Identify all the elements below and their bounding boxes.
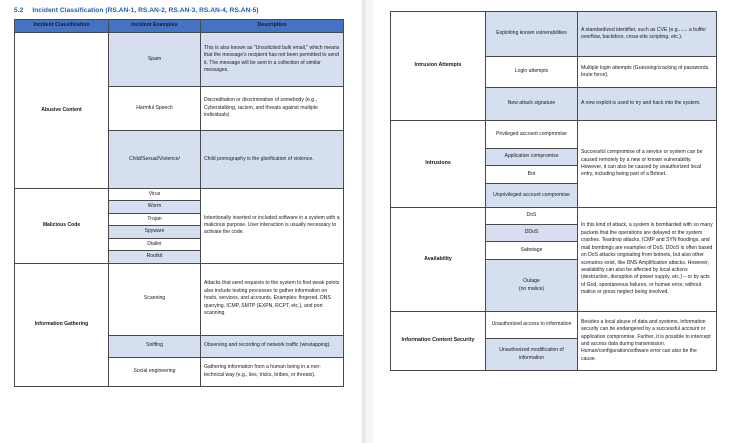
description-cell-intrusions: Successful compromise of a service or sy… (577, 120, 717, 208)
example-cell-privileged-account-compromise: Privileged account compromise (485, 120, 578, 149)
description-cell-spam: This is also known as "Unsolicited bulk … (200, 32, 344, 87)
column-header-incident-classification: Incident Classification (14, 19, 109, 33)
description-cell-harmful-speech: Discreditation or discrimination of some… (200, 86, 344, 131)
table-row: Social engineering Gathering information… (15, 356, 344, 387)
table-row: Bot (391, 165, 717, 184)
category-cell-information-content-security: Information Content Security (390, 311, 486, 371)
example-cell-sabotage: Sabotage (485, 241, 578, 260)
example-cell-bot: Bot (485, 165, 578, 184)
example-cell-new-attack-signature: New attack signature (485, 87, 578, 121)
example-cell-unprivileged-account-compromise: Unprivileged account compromise (485, 183, 578, 208)
section-number: 5.2 (14, 7, 24, 14)
example-cell-login-attempts: Login attempts (485, 56, 578, 88)
example-cell-harmful-speech: Harmful Speech (108, 86, 201, 131)
table-row: Intrusions Privileged account compromise… (390, 120, 717, 208)
table-row: DDoS (391, 224, 717, 242)
description-cell-availability: In this kind of attack, a system is bomb… (577, 207, 717, 312)
section-heading: 5.2 Incident Classification (RS.AN-1, RS… (0, 0, 357, 14)
example-cell-outage: Outage (no malice) (485, 259, 578, 312)
description-cell-sniffing: Observing and recording of network traff… (200, 334, 344, 358)
example-cell-social-engineering: Social engineering (108, 356, 201, 387)
table-row: Malicious Code Virus Intentionally inser… (14, 187, 344, 264)
description-cell-new-attack-signature: A new exploit is used to try and hack in… (577, 87, 717, 121)
category-cell-availability: Availability (390, 207, 486, 312)
table-row: Harmful Speech Discreditation or discrim… (15, 86, 344, 131)
column-header-incident-examples: Incident Examples (108, 19, 201, 33)
table-row: Availability DoS In this kind of attack,… (390, 207, 717, 312)
description-cell-scanning: Attacks that send requests to the system… (200, 262, 344, 336)
example-cell-spyware: Spyware (108, 225, 201, 239)
left-page: 5.2 Incident Classification (RS.AN-1, RS… (0, 0, 357, 443)
table-row: Child/Sexual/Violence/ Child pornography… (15, 130, 344, 189)
right-page: Intrusion Attempts Exploiting known vuln… (373, 0, 750, 443)
table-row: New attack signature A new exploit is us… (391, 87, 717, 121)
category-cell-intrusion-attempts: Intrusion Attempts (390, 11, 486, 121)
category-cell-intrusions: Intrusions (390, 120, 486, 208)
section-title: Incident Classification (RS.AN-1, RS.AN-… (32, 7, 259, 14)
description-cell-social-engineering: Gathering information from a human being… (200, 356, 344, 387)
table-row: Spyware (15, 225, 344, 239)
example-cell-spam: Spam (108, 32, 201, 87)
category-cell-abusive-content: Abusive Content (14, 32, 109, 189)
example-cell-dialler: Dialler (108, 237, 201, 252)
incident-classification-table-continued: Intrusion Attempts Exploiting known vuln… (390, 11, 717, 371)
table-header-row: Incident Classification Incident Example… (14, 19, 344, 33)
example-cell-ddos: DDoS (485, 224, 578, 242)
description-cell-exploiting-known-vulnerabilities: A standardized identifier, such as CVE (… (577, 11, 717, 57)
category-cell-malicious-code: Malicious Code (14, 188, 109, 264)
table-row: Dialler (15, 237, 344, 252)
description-cell-malicious-code: Intentionally inserted or included softw… (200, 188, 344, 264)
example-cell-unauthorized-access-to-information: Unauthorized access to information (485, 311, 578, 339)
table-row: Information Content Security Unauthorize… (390, 311, 717, 371)
example-cell-sniffing: Sniffing (108, 334, 201, 358)
table-row: Rootkit (15, 250, 344, 264)
example-cell-rootkit: Rootkit (108, 250, 201, 264)
description-cell-child-sexual-violence: Child pornography is the glorification o… (200, 130, 344, 189)
example-cell-exploiting-known-vulnerabilities: Exploiting known vulnerabilities (485, 11, 578, 57)
example-cell-unauthorized-modification-of-information: Unauthorized modification of information (485, 338, 578, 371)
example-cell-scanning: Scanning (108, 262, 201, 336)
table-row: Unauthorized modification of information (391, 338, 717, 371)
table-row: Sniffing Observing and recording of netw… (15, 334, 344, 358)
description-cell-information-content-security: Besides a local abuse of data and system… (577, 311, 717, 371)
page-gutter-divider (357, 0, 373, 443)
table-row: Intrusion Attempts Exploiting known vuln… (390, 11, 717, 121)
table-row: Sabotage (391, 241, 717, 260)
example-cell-virus: Virus (108, 187, 201, 202)
example-cell-worm: Worm (108, 200, 201, 214)
example-cell-trojan: Trojan (108, 212, 201, 227)
table-row: Outage (no malice) (391, 259, 717, 312)
example-cell-application-compromise: Application compromise (485, 148, 578, 166)
example-cell-child-sexual-violence: Child/Sexual/Violence/ (108, 130, 201, 189)
table-row: Abusive Content Spam This is also known … (14, 32, 344, 189)
description-cell-login-attempts: Multiple login attempts (Guessing/cracki… (577, 56, 717, 88)
category-cell-information-gathering: Information Gathering (14, 262, 109, 387)
table-row: Information Gathering Scanning Attacks t… (14, 262, 344, 387)
table-row: Login attempts Multiple login attempts (… (391, 56, 717, 88)
column-header-description: Description (200, 19, 344, 33)
example-cell-dos: DoS (485, 207, 578, 225)
table-row: Worm (15, 200, 344, 214)
table-row: Application compromise (391, 148, 717, 166)
incident-classification-table: Incident Classification Incident Example… (14, 19, 344, 387)
